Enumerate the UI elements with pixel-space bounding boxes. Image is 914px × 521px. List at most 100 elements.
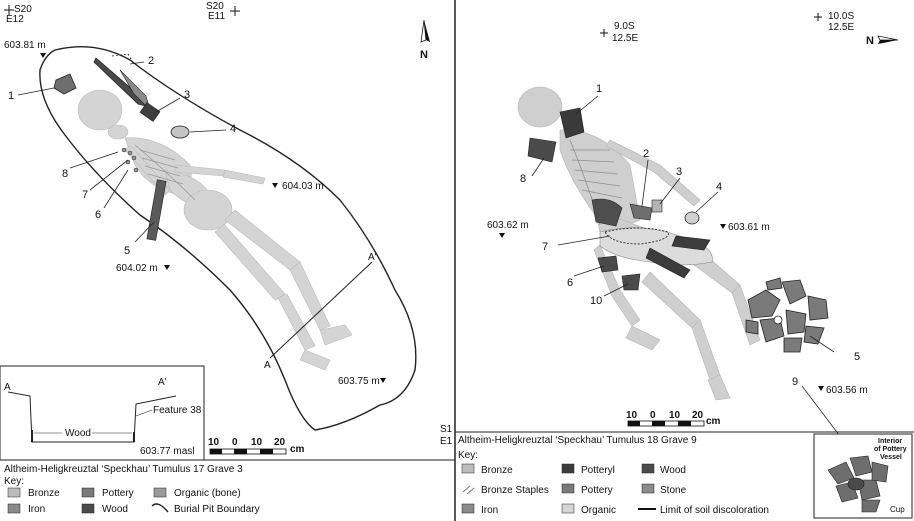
item-label-r9: 9 (792, 376, 798, 388)
artifact-r1-potteryl (559, 107, 585, 139)
elev-marker-603-61 (720, 224, 726, 229)
scale-left-unit: cm (290, 444, 305, 455)
inset-wood-label: Wood (65, 428, 91, 439)
key-pottery: Pottery (102, 488, 134, 499)
soil-discoloration-limit (604, 227, 669, 245)
right-key-title: Key: (458, 450, 478, 461)
item-label-6: 6 (95, 209, 101, 221)
elev-603-75: 603.75 m (338, 376, 380, 387)
elev-marker-603-62 (499, 233, 505, 238)
north-arrow-right-icon (877, 35, 899, 44)
key-bronze: Bronze (28, 488, 60, 499)
elev-603-81: 603.81 m (4, 40, 46, 51)
scale-left-t1: 0 (232, 437, 238, 448)
north-label-right: N (866, 35, 874, 47)
artifact-3-wood (139, 102, 161, 122)
item-label-r7: 7 (542, 241, 548, 253)
scale-right-unit: cm (706, 416, 721, 427)
section-line-a (269, 261, 373, 359)
key-burial-pit: Burial Pit Boundary (174, 504, 260, 515)
artifact-r-iron-1 (671, 235, 711, 251)
section-a-label: A (264, 360, 271, 371)
bronze-staples-icon (462, 485, 475, 495)
key-swatch-bronze (7, 487, 21, 498)
scale-left-t0: 10 (208, 437, 220, 448)
coord-tl-line1: S20 (14, 4, 32, 15)
scale-left-t2: 10 (251, 437, 263, 448)
key-swatch-iron (7, 503, 21, 514)
artifact-5-iron (146, 179, 167, 241)
inset-cup-label: Cup (890, 505, 905, 514)
item-label-7: 7 (82, 189, 88, 201)
rkey-bronze: Bronze (481, 465, 513, 476)
inset-a-label: A (4, 382, 11, 393)
elev-603-56: 603.56 m (826, 385, 868, 396)
right-plan-panel: 9.0S 12.5E 10.0S 12.5E N (440, 11, 914, 519)
rkey-swatch-stone (641, 483, 655, 494)
scale-bar-right: 10 0 10 20 cm (626, 410, 721, 427)
rkey-potteryl: Potteryl (581, 465, 615, 476)
artifact-r5-pottery-vessel (745, 277, 829, 353)
edge-coord-line2: E1 (440, 436, 453, 447)
coord-tl-line2: E12 (6, 14, 24, 25)
coord-a-line1: 9.0S (614, 21, 635, 32)
item-label-r4: 4 (716, 181, 722, 193)
inset-interior-line3: Vessel (880, 454, 902, 461)
coord-b-line1: 10.0S (828, 11, 854, 22)
north-arrow-icon (420, 19, 430, 43)
coord-tr-line1: S20 (206, 1, 224, 12)
scale-bar-left: 10 0 10 20 cm (208, 437, 305, 455)
edge-coord-line1: S1 (440, 424, 453, 435)
north-label: N (420, 49, 428, 61)
rkey-swatch-wood (641, 463, 655, 474)
section-inset: A A' Feature 38 Wood 603.77 masl (0, 365, 205, 461)
right-caption: Altheim-Heligkreuztal ‘Speckhau’ Tumulus… (458, 435, 697, 446)
inset-feature-label: Feature 38 (153, 405, 202, 416)
skeleton-ribs-left (134, 144, 196, 201)
rkey-swatch-organic (561, 503, 575, 514)
left-key: Bronze Pottery Organic (bone) Iron Wood … (7, 487, 260, 515)
item-label-3: 3 (184, 89, 190, 101)
vessel-interior-inset: Interior of Pottery Vessel Cup (813, 433, 913, 519)
rkey-swatch-bronze (461, 463, 475, 474)
artifact-4-bronze (170, 125, 190, 139)
rkey-stone: Stone (660, 485, 687, 496)
rkey-pottery: Pottery (581, 485, 613, 496)
coord-a-line2: 12.5E (612, 33, 638, 44)
left-key-title: Key: (4, 476, 24, 487)
key-swatch-pottery (81, 487, 95, 498)
elev-604-03: 604.03 m (282, 181, 324, 192)
item-label-r6: 6 (567, 277, 573, 289)
item-label-8: 8 (62, 168, 68, 180)
item-label-r3: 3 (676, 166, 682, 178)
item-label-r5: 5 (854, 351, 860, 363)
inset-masl-label: 603.77 masl (140, 446, 194, 457)
inset-a-prime-label: A' (158, 377, 167, 388)
coord-tr-line2: E11 (208, 11, 225, 22)
artifact-1-pottery (53, 73, 77, 95)
skeleton-left (77, 89, 353, 371)
key-swatch-wood (81, 503, 95, 514)
coord-b-line2: 12.5E (828, 22, 854, 33)
item-label-r1: 1 (596, 83, 602, 95)
rkey-organic: Organic (581, 505, 616, 516)
item-label-r8: 8 (520, 173, 526, 185)
scale-right-t3: 20 (692, 410, 704, 421)
left-plan-panel: S20 E12 S20 E11 N (0, 1, 455, 515)
key-swatch-organic-bone (153, 487, 167, 498)
artifact-r4-bronze (684, 211, 700, 225)
artifact-r-wood-torso (591, 198, 623, 227)
artifact-r2-pottery (629, 203, 653, 221)
inset-interior-line2: of Pottery (874, 446, 907, 453)
artifact-r3-bronze (651, 199, 663, 213)
key-iron: Iron (28, 504, 45, 515)
elev-604-02: 604.02 m (116, 263, 158, 274)
elev-marker-603-81 (40, 53, 46, 58)
elev-marker-603-56 (818, 386, 824, 391)
leaders-left (17, 61, 227, 243)
scale-right-t0: 10 (626, 410, 638, 421)
artifact-r10-wood (621, 273, 641, 291)
elev-marker-604-02 (164, 265, 170, 270)
key-organic-bone: Organic (bone) (174, 488, 241, 499)
